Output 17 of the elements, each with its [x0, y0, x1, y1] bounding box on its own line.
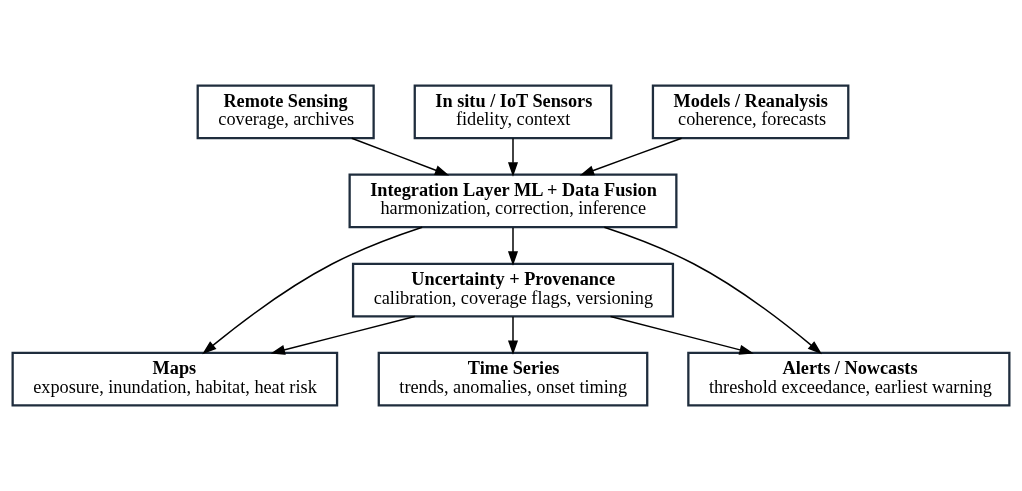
arrow: [507, 137, 519, 177]
arrow: [507, 316, 519, 355]
node-box: Time Series trends, anomalies, onset timing: [377, 351, 649, 407]
node-box: Integration Layer ML + Data Fusion harmonization, correction, inference: [348, 173, 678, 229]
arrow: [603, 226, 822, 355]
node-box: In situ / IoT Sensors fidelity, context: [413, 84, 613, 140]
arrow: [507, 226, 519, 266]
node-box: Remote Sensing coverage, archives: [196, 84, 375, 140]
arrow: [351, 137, 450, 176]
node-box: Alerts / Nowcasts threshold exceedance, earliest warning: [687, 351, 1011, 407]
arrow: [609, 315, 754, 355]
arrow: [579, 137, 683, 176]
node-box: Models / Reanalysis coherence, forecasts: [651, 84, 850, 140]
arrow: [270, 315, 416, 355]
node-box: Maps exposure, inundation, habitat, heat risk: [11, 351, 339, 407]
arrow: [202, 226, 423, 355]
node-box: Uncertainty + Provenance calibration, coverage flags, versioning: [351, 262, 675, 318]
